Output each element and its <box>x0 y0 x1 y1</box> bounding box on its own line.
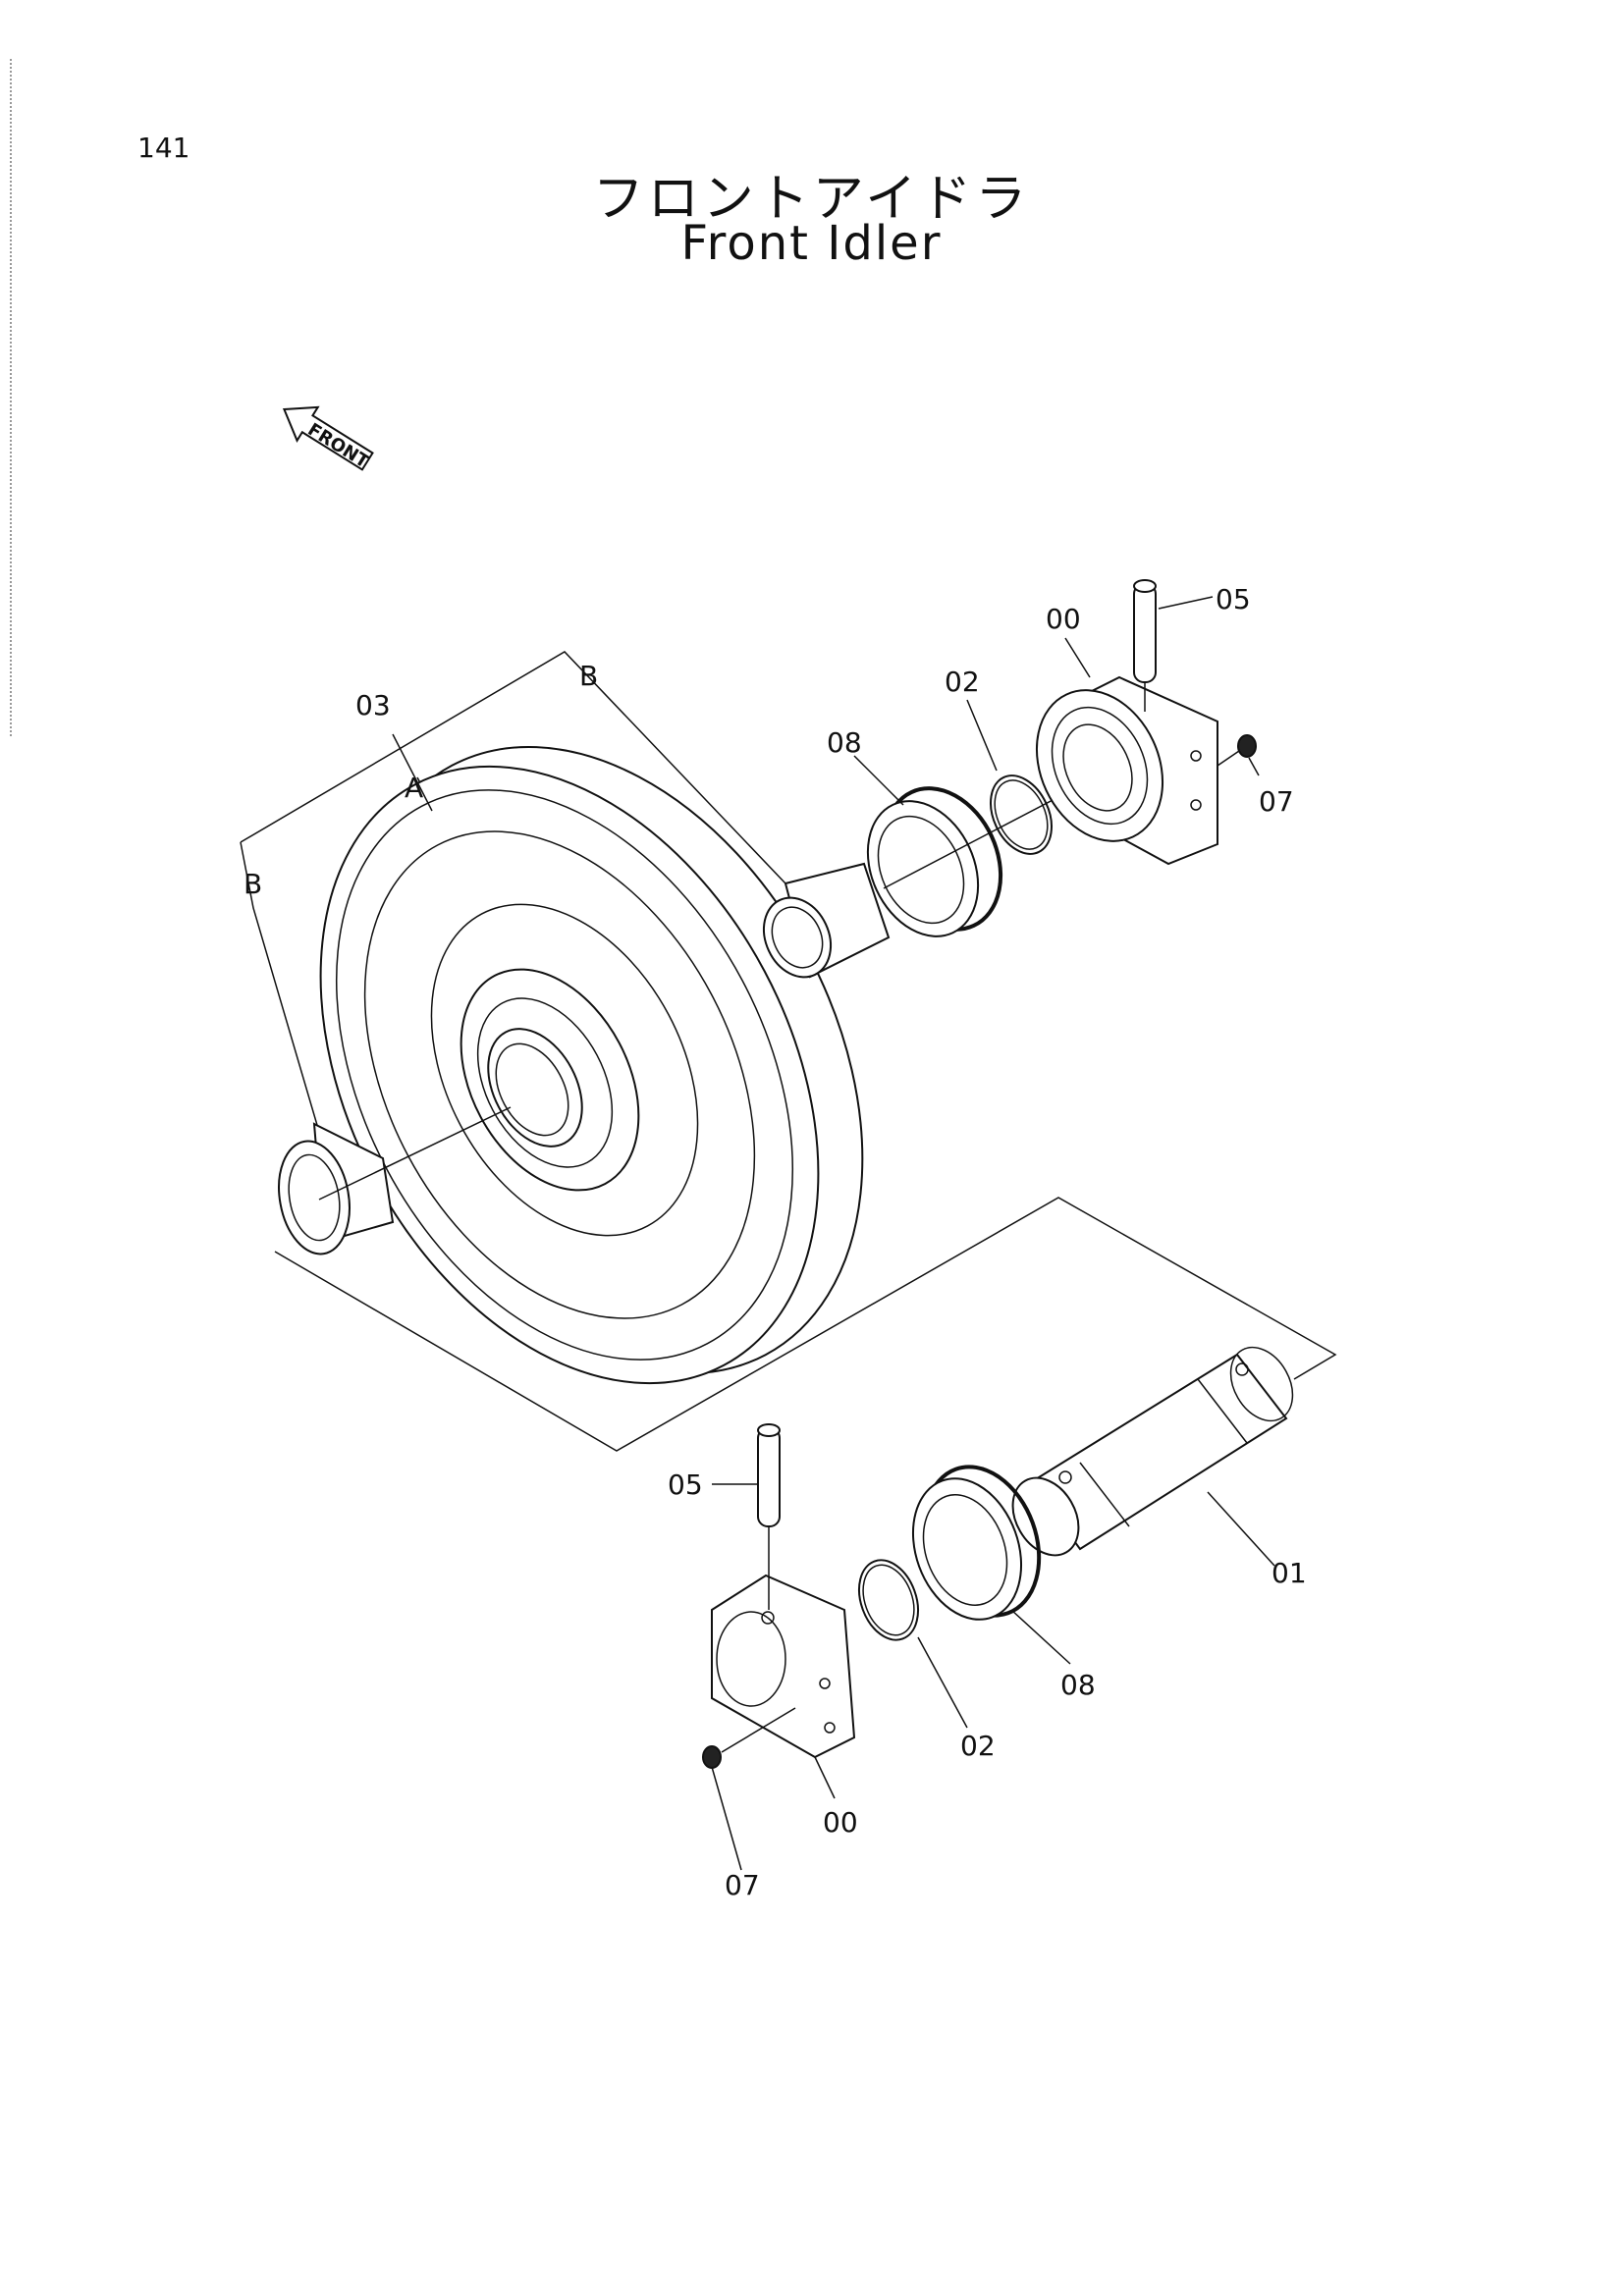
callout-b-top: B <box>579 660 598 692</box>
front-arrow-icon: FRONT <box>282 405 374 473</box>
callout-labels: 03 A B B 08 02 00 05 07 05 01 08 02 00 0… <box>243 583 1307 1901</box>
callout-02-bottom: 02 <box>960 1730 996 1762</box>
idler-wheel <box>319 745 864 1385</box>
o-ring-bottom <box>858 1559 919 1641</box>
callout-a: A <box>405 772 423 804</box>
plug-top <box>1217 734 1257 767</box>
callout-08-top: 08 <box>827 726 862 759</box>
pin-bracket-lines <box>274 1197 1337 1452</box>
callout-05-bottom: 05 <box>668 1468 703 1501</box>
callout-08-bottom: 08 <box>1060 1669 1096 1701</box>
right-bushing <box>762 862 891 979</box>
floating-seal-top <box>866 786 1003 937</box>
floating-seal-bottom <box>911 1465 1042 1621</box>
shaft <box>1011 1346 1294 1557</box>
callout-03: 03 <box>355 689 391 721</box>
support-bottom <box>711 1574 856 1759</box>
callout-01: 01 <box>1271 1557 1307 1589</box>
callout-05-top: 05 <box>1216 583 1251 615</box>
leader-lines <box>392 596 1275 1871</box>
title-japanese: フロントアイドラ <box>592 170 1031 229</box>
left-bushing <box>278 1106 512 1255</box>
callout-00-top: 00 <box>1046 603 1081 635</box>
callout-00-bottom: 00 <box>823 1806 858 1839</box>
spring-pin-top <box>1133 579 1157 712</box>
callout-02-top: 02 <box>945 666 980 698</box>
spring-pin-bottom <box>757 1423 781 1610</box>
support-top <box>1035 675 1218 866</box>
callout-b-left: B <box>243 868 262 900</box>
callout-07-bottom: 07 <box>725 1869 760 1901</box>
callout-07-top: 07 <box>1259 785 1294 818</box>
plug-bottom <box>702 1707 796 1769</box>
page-number: 141 <box>137 132 190 164</box>
title-english: Front Idler <box>680 216 943 271</box>
scan-margin-marks <box>10 59 14 736</box>
